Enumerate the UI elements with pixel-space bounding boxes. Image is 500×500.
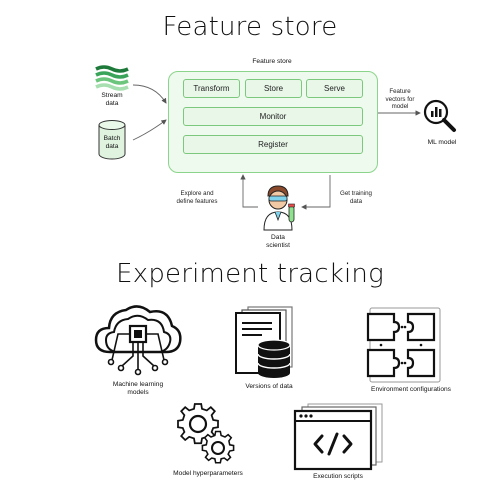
stream-data-icon — [94, 64, 130, 92]
experiment-tracking-title: Experiment tracking — [116, 259, 384, 289]
code-window-icon — [293, 403, 383, 471]
data-versions-label: Versions of data — [245, 383, 293, 390]
database-docs-icon — [235, 306, 293, 378]
store-module: Store — [245, 79, 302, 98]
cloud-chip-icon — [94, 305, 182, 376]
ml-model-icon — [423, 99, 456, 132]
feature-store-title: Feature store — [162, 12, 338, 42]
ml-models-label: Machine learning models — [112, 381, 164, 396]
data-scientist-icon — [263, 185, 295, 231]
gears-icon — [177, 403, 235, 464]
data-scientist-label: Data scientist — [266, 234, 290, 249]
stream-data-label: Stream data — [101, 92, 123, 107]
register-module: Register — [183, 135, 363, 154]
feature-store-box-label: Feature store — [252, 58, 292, 65]
explore-features-label: Explore and define features — [176, 190, 218, 205]
ml-model-label: ML model — [427, 139, 457, 146]
monitor-module: Monitor — [183, 107, 363, 126]
env-configs-label: Environment configurations — [371, 386, 451, 393]
hyperparams-label: Model hyperparameters — [173, 470, 243, 477]
batch-data-label: Batch data — [103, 135, 121, 150]
flow-arrows — [132, 84, 421, 210]
serve-module: Serve — [306, 79, 363, 98]
get-training-data-label: Get training data — [340, 190, 372, 205]
scripts-label: Execution scripts — [313, 473, 363, 480]
feature-vectors-label: Feature vectors for model — [385, 88, 415, 110]
batch-data-icon — [98, 120, 126, 160]
transform-module: Transform — [183, 79, 240, 98]
puzzle-icon — [366, 307, 441, 383]
